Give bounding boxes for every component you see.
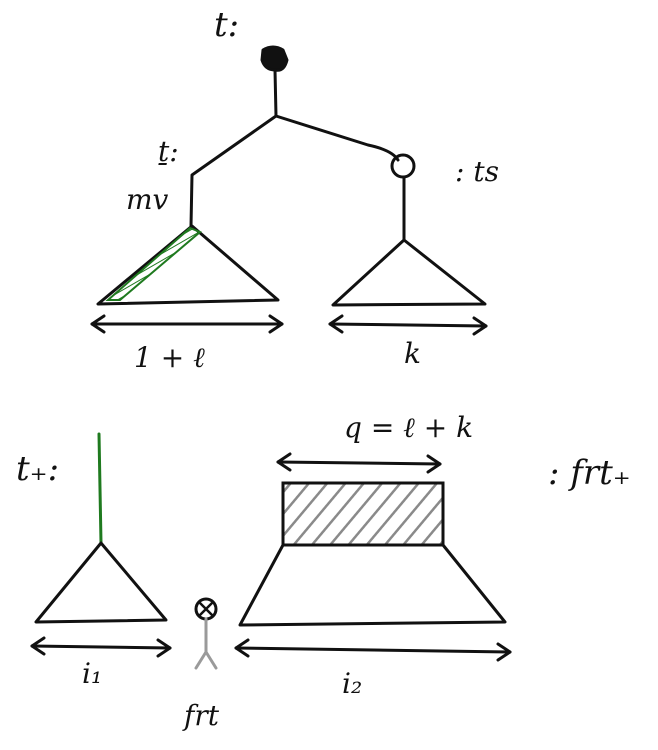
forest-trapezoid [238,543,507,627]
ts-node [390,153,416,179]
q-label: q = ℓ + k [344,411,474,444]
t-plus-stem [97,432,103,545]
frt-label: frt [184,699,219,732]
left-width-arrow [90,314,284,334]
root-stem [273,68,278,118]
root-label: t: [214,5,240,45]
frt-stem [194,617,218,670]
i2-width-arrow [234,638,512,662]
i1-width-arrow [30,636,172,658]
right-width-arrow [328,314,488,336]
t-plus-label: t₊: [16,449,60,489]
t-plus-triangle [34,541,168,624]
right-width-label: k [404,337,421,370]
right-branch [274,114,400,162]
left-width-label: 1 + ℓ [134,341,205,374]
root-node [260,45,289,72]
frt-node [194,597,218,621]
mv-spine-hatch [105,226,202,301]
right-subtree-triangle [331,238,487,307]
left-branch [189,114,278,228]
i1-label: i₁ [82,657,103,690]
frt-plus-label: : frt₊ [548,453,631,493]
t-minus-label: ṯ: [158,135,179,168]
q-width-arrow [276,452,442,474]
ts-label: : ts [455,155,499,188]
mv-label: mv [126,183,169,216]
left-subtree-triangle [96,224,280,306]
i2-label: i₂ [342,667,363,700]
frt-plus-hatched-block [281,481,445,547]
